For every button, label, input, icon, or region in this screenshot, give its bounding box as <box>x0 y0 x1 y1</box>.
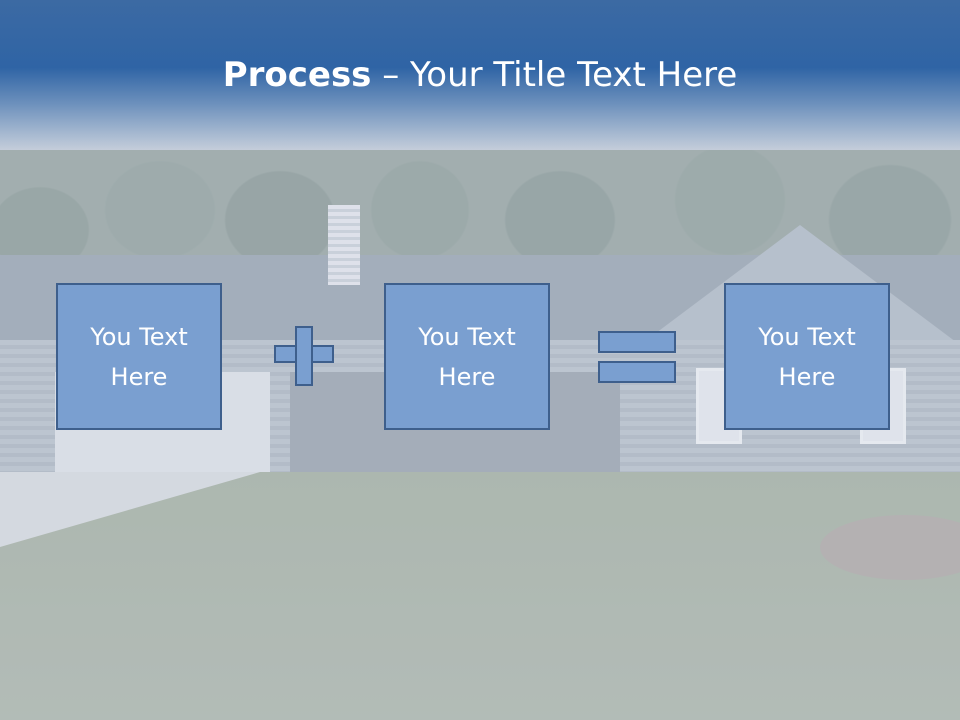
title-band <box>0 0 960 150</box>
equals-top-bar <box>598 331 676 353</box>
process-box-3[interactable]: You Text Here <box>724 283 890 430</box>
process-box-2[interactable]: You Text Here <box>384 283 550 430</box>
slide-title[interactable]: Process – Your Title Text Here <box>0 50 960 100</box>
equals-bottom-bar <box>598 361 676 383</box>
flower-bed <box>820 515 960 580</box>
driveway <box>0 472 260 547</box>
house-chimney <box>328 205 360 285</box>
title-rest-part: – Your Title Text Here <box>371 55 738 95</box>
process-box-1[interactable]: You Text Here <box>56 283 222 430</box>
plus-center <box>297 347 311 361</box>
title-bold-part: Process <box>222 55 372 95</box>
